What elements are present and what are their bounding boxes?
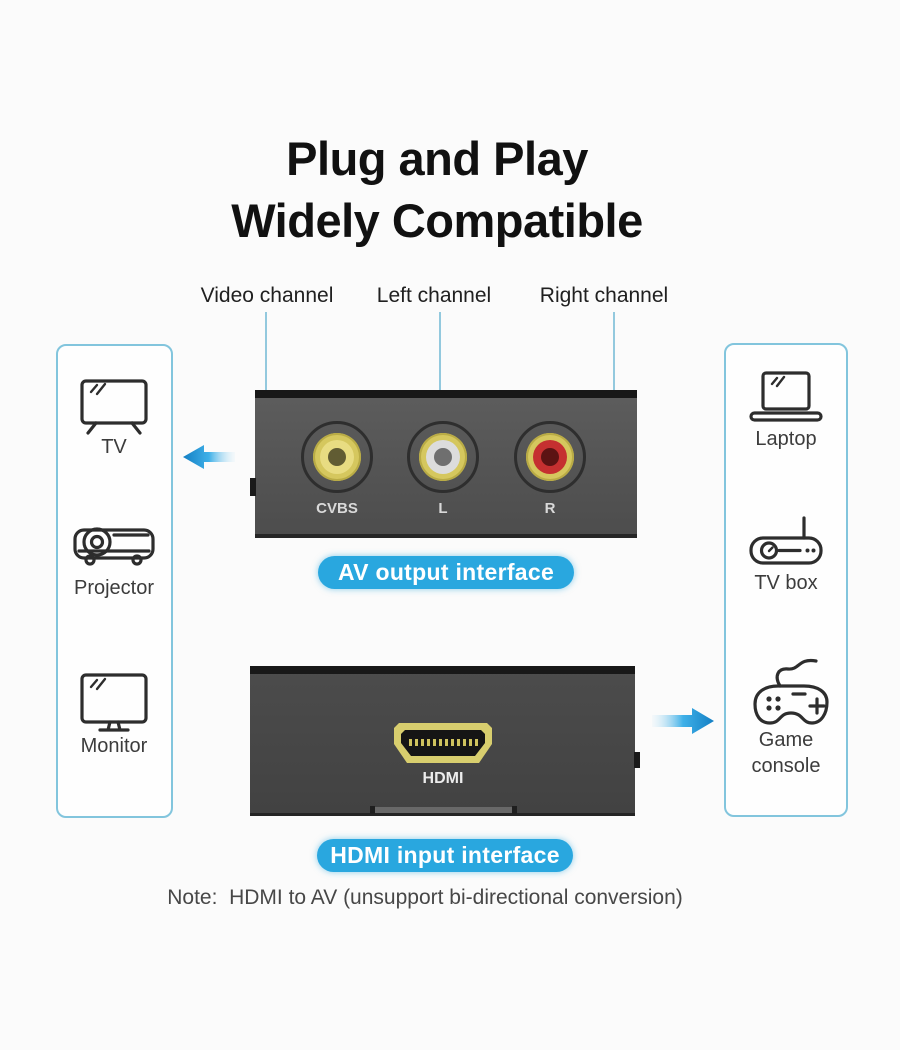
hdmi-converter-device: HDMI [250,666,635,816]
projector-label: Projector [73,577,155,599]
cvbs-jack [301,421,373,493]
output-devices-box [56,344,173,818]
recess-end [370,806,375,814]
note-text: Note: HDMI to AV (unsupport bi-direction… [167,886,683,909]
right-channel-label: Right channel [539,284,669,307]
cvbs-jack-label: CVBS [316,500,358,517]
page-title: Plug and Play Widely Compatible [0,128,874,252]
tv-icon [80,379,148,435]
hdmi-port-label: HDMI [422,770,464,787]
title-line-2: Widely Compatible [231,194,643,247]
video-channel-label: Video channel [200,284,334,307]
tv-box-label: TV box [754,572,818,594]
right-audio-jack-label: R [544,500,556,517]
tv-label: TV [101,436,127,458]
right-audio-jack [514,421,586,493]
right-callout-line [613,312,615,458]
projector-icon [73,527,155,566]
title-line-1: Plug and Play [286,132,588,185]
arrow-left-icon [183,445,235,469]
device-bottom-recess [373,807,513,813]
tv-box-icon [749,516,823,565]
game-console-label: Game console [751,729,821,777]
video-callout-line [265,312,267,458]
hdmi-port [394,723,492,763]
arrow-right-icon [652,708,714,734]
monitor-icon [80,673,148,732]
av-converter-device: CVBS L R [255,390,637,538]
recess-end [512,806,517,814]
hdmi-device-side-tab [634,752,640,768]
av-device-side-tab [250,478,256,496]
left-audio-jack [407,421,479,493]
game-console-icon [753,658,829,725]
device-top-edge [255,390,637,398]
laptop-label: Laptop [755,428,817,450]
laptop-icon [749,371,823,422]
av-output-badge: AV output interface [318,556,574,589]
input-devices-box [724,343,848,817]
device-top-edge [250,666,635,674]
hdmi-input-badge: HDMI input interface [317,839,573,872]
monitor-label: Monitor [80,735,148,757]
left-callout-line [439,312,441,452]
left-audio-jack-label: L [438,500,448,517]
left-channel-label: Left channel [376,284,492,307]
